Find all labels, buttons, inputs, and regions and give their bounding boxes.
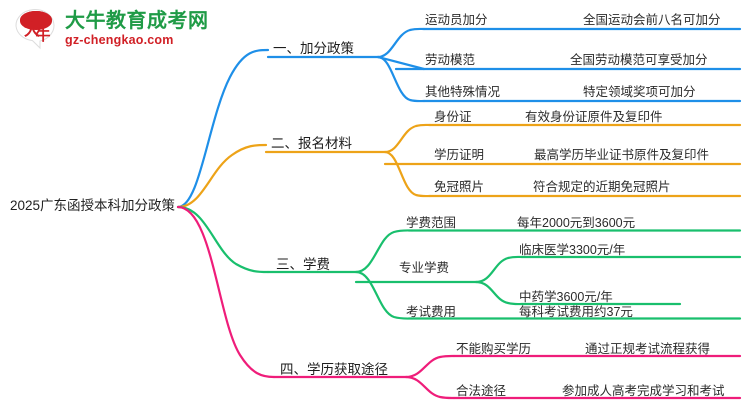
logo-site-domain: gz-chengkao.com [65,33,174,48]
node-b2-c1-detail[interactable]: 有效身份证原件及复印件 [525,110,663,124]
logo-site-name: 大牛教育成考网 [65,10,209,33]
node-b1-c1-label[interactable]: 运动员加分 [425,13,488,27]
node-b4-c2-detail[interactable]: 参加成人高考完成学习和考试 [562,384,725,398]
connector-branch-4-child-2 [404,375,456,400]
node-b1-c3-detail[interactable]: 特定领域奖项可加分 [583,85,696,99]
connector-branch-2-child-3 [383,150,432,198]
node-b3-c2-label[interactable]: 专业学费 [399,261,450,275]
node-b4-c2-label[interactable]: 合法途径 [456,384,507,398]
node-b3-c3-detail[interactable]: 每科考试费用约37元 [519,305,633,319]
node-b1-c2-detail[interactable]: 全国劳动模范可享受加分 [570,53,708,67]
node-b2-c3-label[interactable]: 免冠照片 [434,180,485,194]
svg-text:牛: 牛 [35,26,50,44]
node-b1-c1-detail[interactable]: 全国运动会前八名可加分 [583,13,721,27]
connector-root-to-branch-3 [176,205,270,274]
brand-logo: 大 牛 大牛教育成考网 gz-chengkao.com [14,6,244,52]
connector-branch-2-child-1 [383,123,432,154]
connector-b3-c2-sub-1 [474,255,524,284]
connector-b3-c2-sub-2 [474,280,524,306]
connector-branch-3-child-3 [354,270,414,320]
connector-root-to-branch-4 [176,205,276,379]
logo-text-block: 大牛教育成考网 gz-chengkao.com [65,11,209,47]
connector-branch-1-child-3 [376,55,426,103]
node-b4-c1-detail[interactable]: 通过正规考试流程获得 [585,342,711,356]
connector-branch-4-child-1 [404,354,456,379]
svg-text:大: 大 [24,20,40,39]
branch-label-1[interactable]: 一、加分政策 [273,41,354,56]
branch-label-2[interactable]: 二、报名材料 [271,136,352,151]
node-b1-c3-label[interactable]: 其他特殊情况 [425,85,501,99]
node-b3-c2-sub1-label[interactable]: 临床医学3300元/年 [519,243,626,257]
node-b2-c1-label[interactable]: 身份证 [434,110,472,124]
connector-root-to-branch-2 [176,143,268,209]
node-b2-c2-detail[interactable]: 最高学历毕业证书原件及复印件 [534,148,710,162]
branch-label-3[interactable]: 三、学费 [276,257,330,272]
node-b3-c2-sub2-label[interactable]: 中药学3600元/年 [519,290,613,304]
logo-mark-icon: 大 牛 [14,8,58,50]
node-b3-c3-label[interactable]: 考试费用 [406,305,457,319]
connector-root-to-branch-1 [176,48,270,209]
node-b1-c2-label[interactable]: 劳动模范 [425,53,476,67]
connector-branch-1-child-1 [376,27,426,59]
node-b2-c3-detail[interactable]: 符合规定的近期免冠照片 [533,180,671,194]
connector-branch-1-child-2 [376,55,426,71]
node-b4-c1-label[interactable]: 不能购买学历 [456,342,532,356]
mindmap-root-node[interactable]: 2025广东函授本科加分政策 [10,198,176,213]
node-b3-c1-label[interactable]: 学费范围 [406,216,457,230]
node-b3-c1-detail[interactable]: 每年2000元到3600元 [517,216,636,230]
node-b2-c2-label[interactable]: 学历证明 [434,148,485,162]
branch-label-4[interactable]: 四、学历获取途径 [280,362,388,377]
